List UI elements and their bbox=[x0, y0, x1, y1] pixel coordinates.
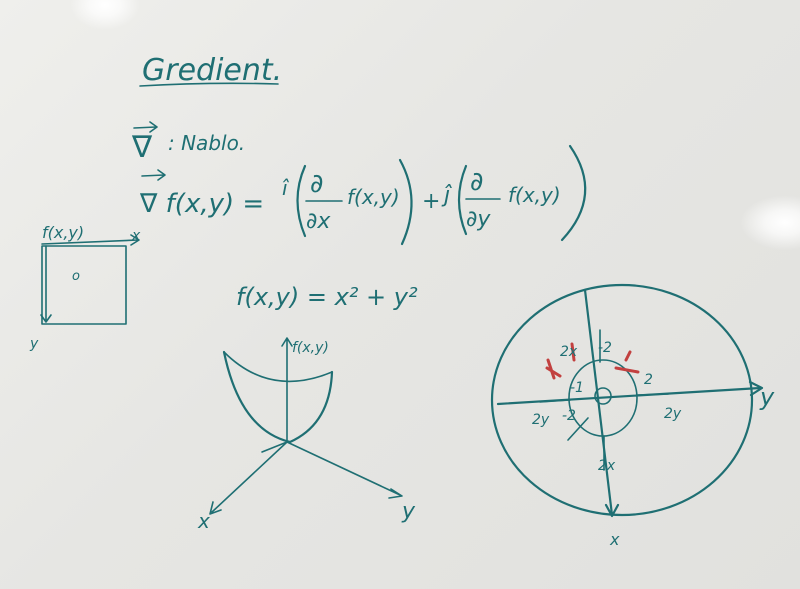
square-y-label: y bbox=[29, 336, 39, 352]
surface-x-axis bbox=[209, 441, 288, 515]
term1-unit: î bbox=[282, 176, 290, 200]
term1-numerator: ∂ bbox=[310, 169, 323, 199]
contour-label-2: -2 bbox=[598, 340, 612, 356]
outer-contour bbox=[490, 283, 754, 517]
contour-label-3: 2 bbox=[644, 372, 653, 388]
title-text: Gredient. bbox=[142, 53, 282, 88]
surface-axis-stub bbox=[261, 441, 288, 453]
nabla-vector-arrow-2 bbox=[141, 169, 166, 181]
square-y-axis bbox=[40, 245, 52, 323]
square-box bbox=[41, 245, 127, 325]
gradient-arrow-left bbox=[539, 399, 571, 403]
title-underline bbox=[139, 82, 279, 87]
term2-close-paren bbox=[560, 144, 587, 242]
term2-open-paren bbox=[457, 164, 468, 236]
contour-label-8: 2y bbox=[664, 406, 682, 422]
gradient-arrow-right bbox=[637, 393, 669, 396]
paraboloid-outline bbox=[222, 350, 334, 444]
paraboloid-rim bbox=[223, 351, 333, 383]
surface-y-axis bbox=[286, 441, 403, 499]
gradient-arrow-diag bbox=[567, 417, 589, 441]
contour-x-label: x bbox=[609, 530, 620, 549]
surface-z-label: f(x,y) bbox=[292, 340, 329, 356]
contour-y-axis bbox=[496, 380, 764, 406]
nabla-vector-arrow bbox=[133, 121, 158, 133]
term2-function: f(x,y) bbox=[508, 183, 561, 207]
square-f-label: f(x,y) bbox=[42, 223, 84, 242]
square-center-mark: o bbox=[72, 269, 80, 284]
contour-label-4: -1 bbox=[570, 380, 584, 396]
contour-x-axis bbox=[583, 288, 620, 518]
square-x-axis bbox=[41, 234, 140, 246]
contour-label-6: -2 bbox=[562, 408, 576, 424]
square-x-label: x bbox=[131, 228, 141, 244]
red-vector-left bbox=[545, 358, 562, 380]
surface-x-label: x bbox=[197, 509, 210, 533]
gradient-lhs: ∇ f(x,y) = bbox=[139, 189, 264, 219]
contour-y-label: y bbox=[759, 383, 775, 411]
red-vector-right bbox=[614, 350, 640, 374]
term1-open-paren bbox=[296, 164, 307, 238]
term2-denominator: ∂y bbox=[466, 207, 491, 232]
nabla-label: : Nablo. bbox=[168, 131, 245, 155]
contour-label-5: 2y bbox=[532, 412, 550, 428]
function-equation: f(x,y) = x² + y² bbox=[236, 283, 418, 311]
plus-sign: + bbox=[422, 189, 440, 214]
term2-unit: ĵ bbox=[441, 183, 452, 208]
surface-y-label: y bbox=[401, 499, 416, 524]
term1-denominator: ∂x bbox=[306, 209, 331, 234]
term2-numerator: ∂ bbox=[470, 167, 483, 197]
contour-label-7: 2x bbox=[598, 458, 616, 474]
surface-z-axis bbox=[281, 337, 293, 441]
red-vector-mid bbox=[570, 342, 576, 362]
contour-label-1: 2x bbox=[560, 344, 578, 360]
term1-function: f(x,y) bbox=[347, 185, 400, 209]
term1-close-paren bbox=[398, 158, 413, 246]
nabla-symbol: ∇ bbox=[131, 130, 153, 165]
